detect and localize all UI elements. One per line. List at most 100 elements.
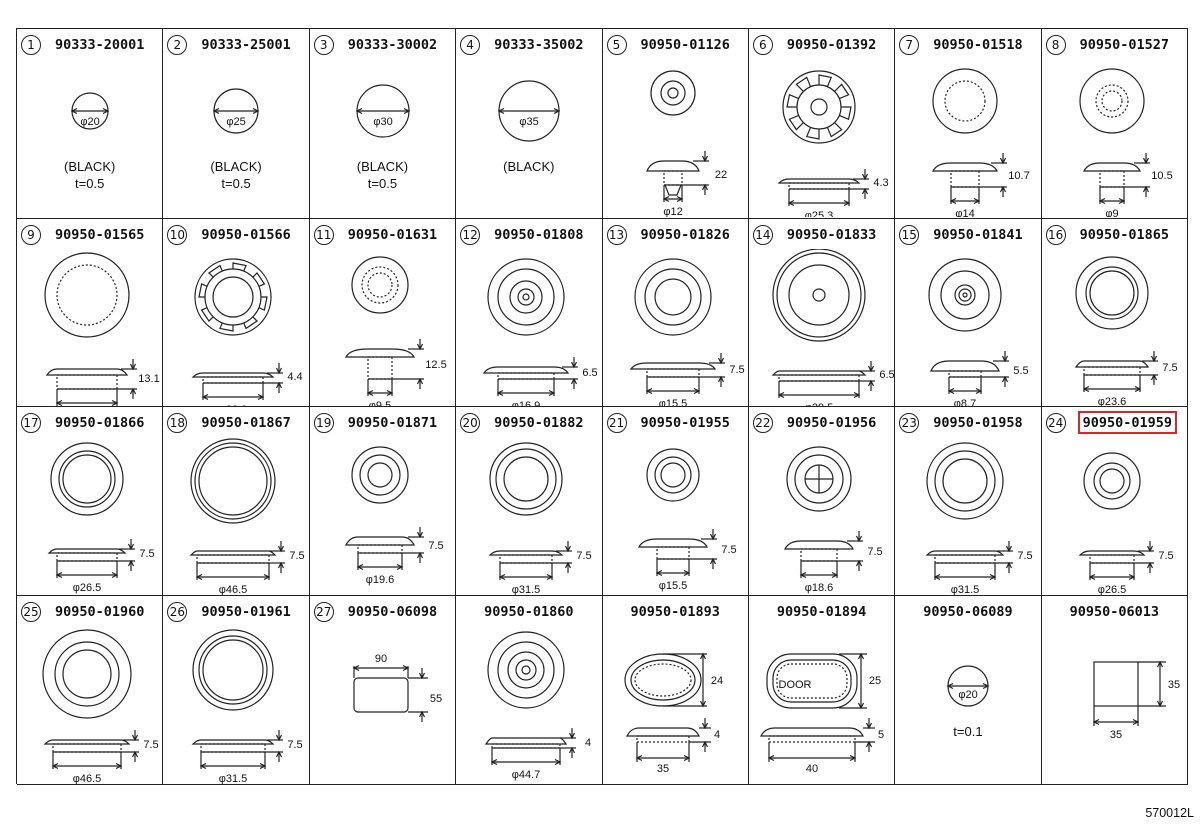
part-number[interactable]: 90950-06098 (347, 604, 438, 620)
part-number[interactable]: 90333-20001 (54, 37, 145, 53)
grommet-side-view (344, 348, 415, 380)
grommet-side-view (191, 739, 275, 753)
part-number[interactable]: 90950-01841 (933, 227, 1023, 243)
grommet-ring (659, 462, 686, 488)
part-number[interactable]: 90950-01960 (54, 604, 145, 620)
item-number-circle: 12 (460, 225, 481, 245)
part-number[interactable]: 90333-30002 (347, 37, 438, 53)
part-drawing: 12.5φ9.5 (344, 256, 446, 407)
part-number[interactable]: 90950-01631 (347, 227, 438, 243)
part-number[interactable]: 90950-01527 (1079, 37, 1170, 53)
item-number-circle: 4 (460, 35, 481, 55)
part-number[interactable]: 90950-01955 (640, 415, 730, 431)
part-note: (BLACK) (503, 159, 555, 174)
part-number[interactable]: 90950-01826 (640, 227, 730, 243)
part-number[interactable]: 90950-01961 (201, 604, 291, 620)
dimension-label: 35 (656, 763, 668, 775)
dimension-label: φ35 (519, 116, 538, 128)
dimension-label: 4 (585, 737, 591, 749)
part-number[interactable]: 90950-01126 (640, 37, 730, 53)
dimension-label: φ9.5 (369, 400, 391, 407)
grommet-ring (649, 70, 696, 116)
part-number[interactable]: 90950-06013 (1069, 604, 1160, 620)
rect-plug (353, 677, 409, 713)
part-number[interactable]: 90950-01518 (933, 37, 1023, 53)
grommet-ring (503, 456, 549, 502)
item-number-circle: 22 (752, 413, 773, 433)
grommet-ring (1095, 84, 1129, 118)
dimension-label: φ16.9 (512, 400, 541, 407)
item-number-circle: 1 (21, 35, 41, 55)
part-number[interactable]: 90950-06089 (923, 604, 1013, 620)
grommet-ring (522, 293, 530, 301)
part-number[interactable]: 90950-01860 (484, 604, 574, 620)
part-number[interactable]: 90950-01565 (54, 227, 145, 243)
part-number[interactable]: 90333-25001 (201, 37, 291, 53)
grommet-side-view (485, 737, 568, 749)
part-number[interactable]: 90950-01833 (786, 227, 877, 243)
grommet-ring (198, 446, 268, 516)
part-drawing: 6.5φ29.5 (771, 249, 894, 406)
dimension-label: φ19.6 (365, 574, 394, 586)
grommet-ring (54, 641, 120, 707)
part-number[interactable]: 90950-01893 (630, 604, 720, 620)
dimension-label: 7.5 (290, 550, 305, 562)
grommet-ring (351, 446, 409, 504)
part-number[interactable]: 90950-01882 (494, 415, 584, 431)
part-number[interactable]: 90950-01867 (201, 415, 291, 431)
grommet-ring (772, 249, 866, 342)
item-number-circle: 19 (313, 413, 334, 433)
highlighted-part-number[interactable]: 90950-01959 (1077, 411, 1177, 434)
grommet-ring (509, 280, 543, 314)
grommet-ring (934, 450, 996, 512)
part-number[interactable]: 90950-01566 (201, 227, 291, 243)
dimension-label: 7.5 (139, 548, 154, 560)
part-number[interactable]: 90950-01894 (776, 604, 867, 620)
grommet-ring (928, 258, 1002, 332)
part-number[interactable]: 90950-01958 (933, 415, 1023, 431)
item-number-circle: 6 (752, 35, 773, 55)
grommet-ring (487, 631, 565, 709)
grommet-ring (62, 454, 112, 504)
item-number-circle: 8 (1045, 35, 1066, 55)
grommet-ring (944, 80, 986, 122)
grommet-ring (786, 446, 852, 512)
part-drawing: φ20 (70, 92, 110, 130)
part-number[interactable]: 90950-01871 (347, 415, 438, 431)
part-number[interactable]: 90950-01392 (786, 37, 877, 53)
dimension-label: φ31.5 (219, 773, 248, 784)
grommet-side-view (645, 160, 700, 196)
grommet-ring (645, 448, 700, 502)
part-number[interactable]: 90950-01865 (1079, 227, 1170, 243)
grommet-side-view (932, 162, 999, 188)
grommet-ring (212, 276, 254, 318)
part-number[interactable]: 90950-01808 (494, 227, 584, 243)
grommet-ring (796, 84, 842, 130)
grommet-ring (1079, 68, 1145, 134)
grommet-side-view (925, 550, 1005, 564)
part-number[interactable]: 90950-01956 (786, 415, 877, 431)
dimension-label: φ26.5 (73, 582, 102, 594)
grommet-ring (1089, 270, 1135, 316)
dimension-label: 5 (878, 729, 884, 741)
part-drawing: 4.4φ22.3 (191, 258, 303, 406)
drawing-code: 570012L (1145, 806, 1194, 820)
grommet-side-view (771, 370, 867, 382)
grommet-ring (1085, 266, 1139, 320)
part-drawing: φ35 (497, 80, 561, 142)
grommet-ring (954, 284, 976, 306)
dimension-label: 7.5 (143, 739, 158, 751)
dimension-label: 10.5 (1151, 170, 1172, 182)
part-number[interactable]: 90950-01866 (54, 415, 145, 431)
part-number[interactable]: 90333-35002 (494, 37, 584, 53)
dimension-label: φ26.5 (1097, 584, 1126, 595)
dimension-label: 5.5 (1014, 365, 1029, 377)
dimension-label: 7.5 (1162, 362, 1177, 374)
